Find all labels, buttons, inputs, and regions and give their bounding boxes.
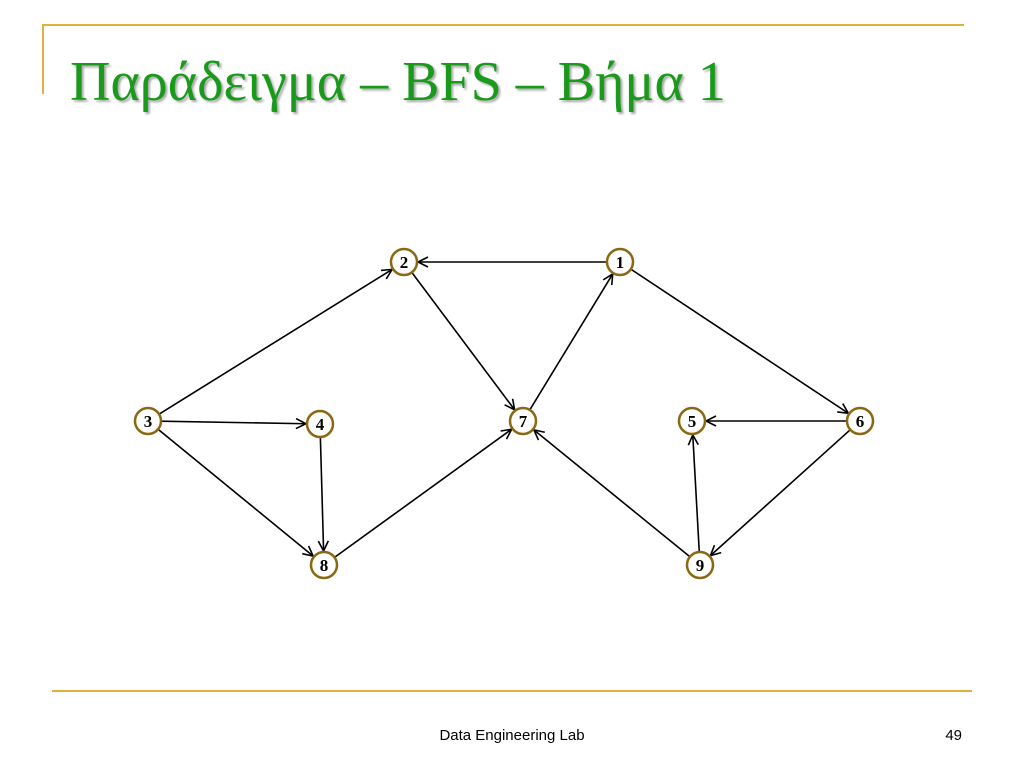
node-8: 8	[309, 550, 339, 580]
node-label: 5	[688, 412, 697, 431]
node-circle	[305, 409, 335, 439]
edge-3-to-2	[158, 269, 392, 415]
node-1: 1	[605, 247, 635, 277]
node-label: 6	[856, 412, 865, 431]
edge-8-to-7	[334, 429, 512, 559]
edge-2-to-7	[411, 271, 515, 409]
node-label: 1	[616, 253, 625, 272]
top-accent-rule	[42, 24, 964, 26]
node-4: 4	[305, 409, 335, 439]
node-label: 4	[316, 415, 325, 434]
node-label: 2	[400, 253, 409, 272]
edge-1-to-6	[630, 268, 848, 413]
edge-4-to-8	[320, 436, 323, 551]
left-accent-rule	[42, 24, 44, 94]
node-circle	[677, 406, 707, 436]
node-circle	[389, 247, 419, 277]
node-3: 3	[133, 406, 163, 436]
node-label: 7	[519, 412, 528, 431]
node-9: 9	[685, 550, 715, 580]
edge-7-to-1	[529, 274, 613, 411]
footer-text: Data Engineering Lab	[439, 727, 585, 744]
node-label: 3	[144, 412, 153, 431]
edges-layer	[157, 262, 851, 559]
slide-title: Παράδειγμα – BFS – Βήμα 1	[70, 51, 726, 113]
node-circle	[845, 406, 875, 436]
node-circle	[309, 550, 339, 580]
edge-6-to-9	[710, 429, 851, 556]
node-circle	[605, 247, 635, 277]
node-circle	[508, 406, 538, 436]
page-number: 49	[945, 727, 962, 744]
edge-3-to-8	[157, 428, 313, 556]
edge-3-to-4	[160, 421, 306, 424]
edge-9-to-5	[693, 435, 701, 553]
node-label: 9	[696, 556, 705, 575]
node-circle	[133, 406, 163, 436]
node-label: 8	[320, 556, 329, 575]
footer-rule	[52, 690, 972, 692]
node-2: 2	[389, 247, 419, 277]
node-7: 7	[508, 406, 538, 436]
node-5: 5	[677, 406, 707, 436]
node-circle	[685, 550, 715, 580]
edge-9-to-7	[534, 430, 691, 558]
nodes-layer: 1 2 3 4 5 6 7 8 9	[133, 247, 875, 580]
node-6: 6	[845, 406, 875, 436]
